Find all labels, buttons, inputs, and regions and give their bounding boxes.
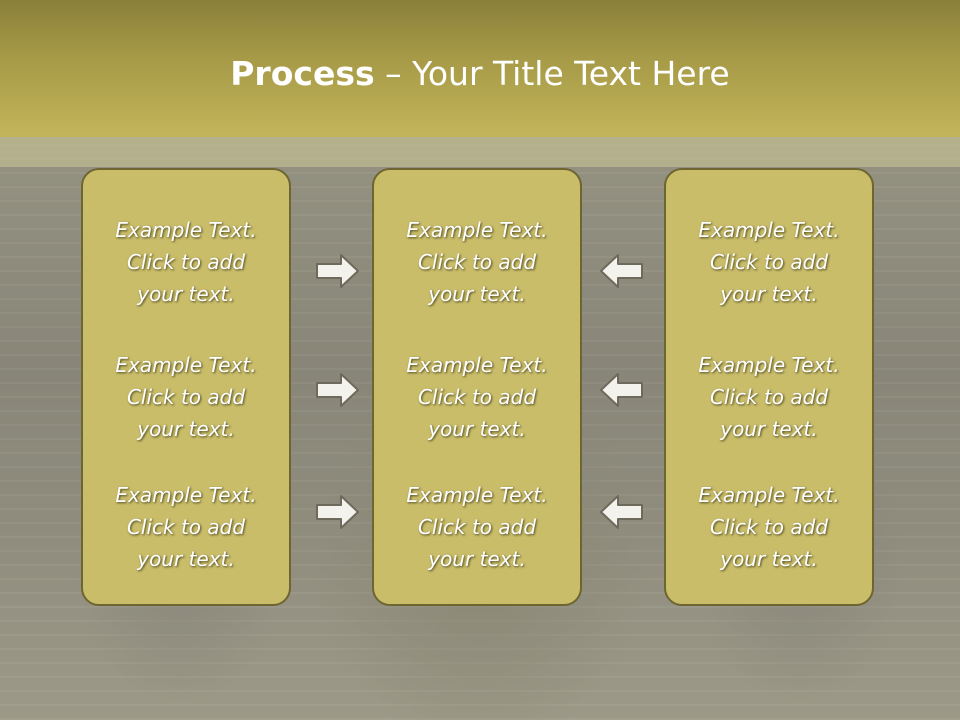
text-item[interactable]: Example Text. Click to add your text.	[374, 349, 580, 445]
text-item[interactable]: Example Text. Click to add your text.	[83, 349, 289, 445]
text-line: Click to add	[417, 385, 537, 409]
text-item[interactable]: Example Text. Click to add your text.	[666, 214, 872, 310]
text-item[interactable]: Example Text. Click to add your text.	[666, 479, 872, 575]
text-item[interactable]: Example Text. Click to add your text.	[83, 479, 289, 575]
text-line: Click to add	[417, 515, 537, 539]
text-line: your text.	[720, 282, 818, 306]
left-arrow-icon	[598, 371, 644, 409]
text-line: Example Text.	[115, 353, 257, 377]
text-line: Example Text.	[406, 353, 548, 377]
right-arrow-icon	[315, 371, 361, 409]
text-line: Click to add	[709, 250, 829, 274]
process-box-center[interactable]: Example Text. Click to add your text. Ex…	[372, 168, 582, 606]
left-arrow-icon	[598, 252, 644, 290]
right-arrow-icon	[315, 252, 361, 290]
text-line: Click to add	[709, 385, 829, 409]
header-band: Process – Your Title Text Here	[0, 0, 960, 137]
text-line: your text.	[137, 547, 235, 571]
text-item[interactable]: Example Text. Click to add your text.	[83, 214, 289, 310]
text-line: Click to add	[709, 515, 829, 539]
text-line: your text.	[137, 282, 235, 306]
slide-title[interactable]: Process – Your Title Text Here	[0, 52, 960, 96]
right-arrow-icon	[315, 493, 361, 531]
process-box-left[interactable]: Example Text. Click to add your text. Ex…	[81, 168, 291, 606]
background-strip	[0, 137, 960, 167]
title-rest: – Your Title Text Here	[374, 54, 730, 93]
text-line: Example Text.	[698, 483, 840, 507]
text-line: your text.	[428, 282, 526, 306]
text-line: Example Text.	[406, 218, 548, 242]
title-bold: Process	[230, 54, 375, 93]
text-line: Example Text.	[698, 218, 840, 242]
text-item[interactable]: Example Text. Click to add your text.	[666, 349, 872, 445]
text-line: Example Text.	[698, 353, 840, 377]
left-arrow-icon	[598, 493, 644, 531]
text-line: Click to add	[126, 385, 246, 409]
text-line: your text.	[720, 547, 818, 571]
process-box-right[interactable]: Example Text. Click to add your text. Ex…	[664, 168, 874, 606]
text-line: your text.	[137, 417, 235, 441]
text-line: your text.	[720, 417, 818, 441]
text-line: Example Text.	[115, 218, 257, 242]
text-line: Example Text.	[406, 483, 548, 507]
text-line: Click to add	[126, 250, 246, 274]
text-line: your text.	[428, 547, 526, 571]
text-line: Click to add	[417, 250, 537, 274]
text-line: Example Text.	[115, 483, 257, 507]
text-line: Click to add	[126, 515, 246, 539]
text-line: your text.	[428, 417, 526, 441]
text-item[interactable]: Example Text. Click to add your text.	[374, 214, 580, 310]
text-item[interactable]: Example Text. Click to add your text.	[374, 479, 580, 575]
